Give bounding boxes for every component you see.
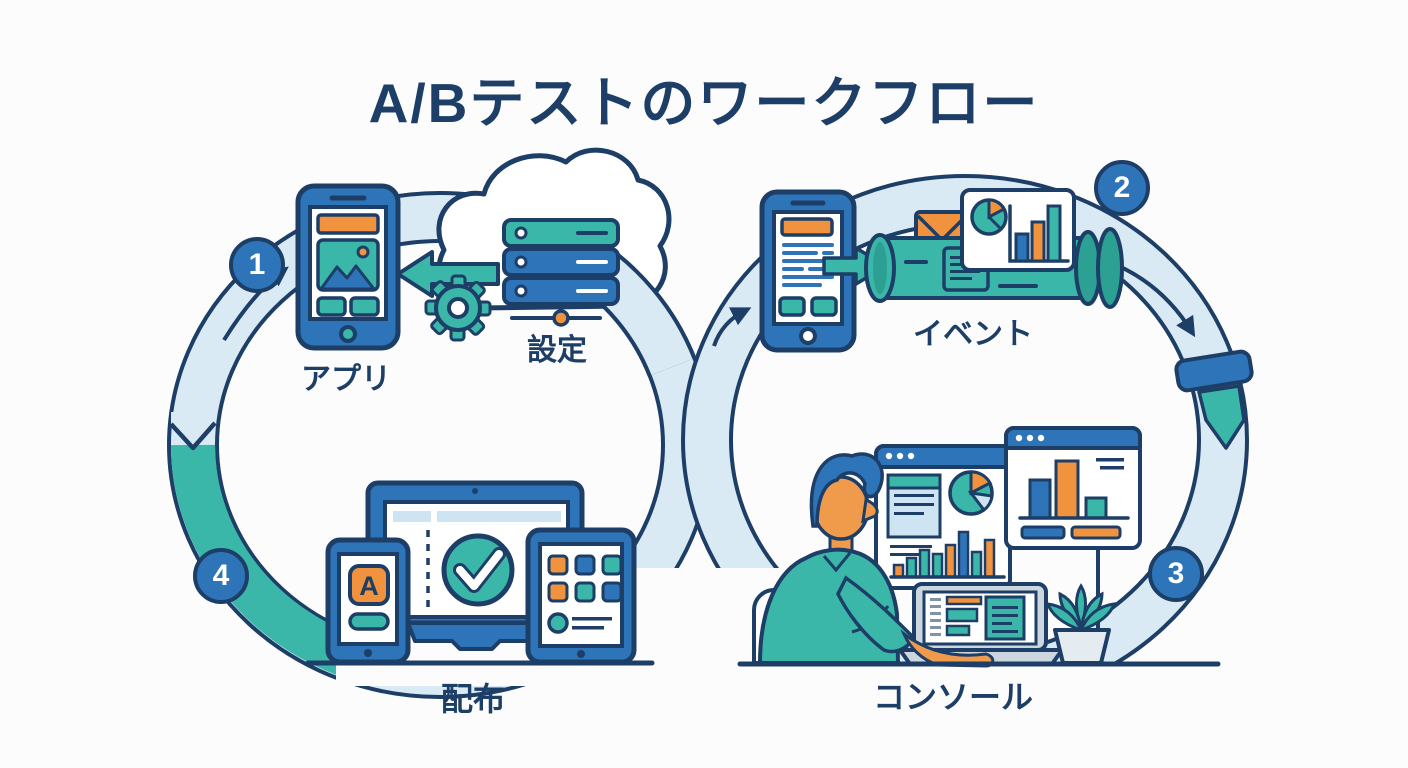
results-bar-chart-icon (1018, 459, 1130, 520)
pie-chart-icon (970, 198, 1008, 236)
person-analyst (752, 452, 901, 665)
console-scene (737, 426, 1221, 668)
server-stack-icon (502, 218, 620, 306)
step-badge-4: 4 (193, 548, 249, 604)
variant-a-letter: A (359, 571, 379, 601)
step-badge-3: 3 (1148, 546, 1204, 602)
variant-a-phone: A (325, 537, 411, 665)
label-config: 設定 (527, 334, 587, 367)
right-loop-teal-chevron (1197, 384, 1246, 450)
plant-icon (1045, 583, 1117, 665)
apps-tablet (525, 527, 637, 665)
person-torso (757, 547, 901, 665)
phone-home-button (339, 325, 357, 343)
config-to-app-arrow-icon (396, 250, 500, 298)
checkmark-icon (441, 533, 515, 607)
analytics-card (960, 188, 1076, 272)
dashboard-pie-chart-icon (948, 470, 994, 516)
person-arm (836, 575, 917, 654)
person-hair (809, 452, 884, 528)
network-node-icon (510, 302, 602, 327)
step-badge-1: 1 (229, 237, 285, 293)
person-hand (900, 629, 995, 668)
label-event: イベント (913, 318, 1033, 351)
app-phone (295, 183, 401, 351)
event-pipeline (864, 188, 1124, 309)
console-laptop (898, 582, 1064, 666)
distribution-devices: A (305, 480, 655, 666)
label-app: アプリ (301, 363, 391, 396)
bar-chart-icon (1008, 204, 1070, 263)
label-distribution: 配布 (440, 681, 506, 717)
right-loop-coupling-band (1174, 349, 1254, 393)
dashboard-bar-chart-icon (889, 530, 1006, 579)
right-loop-up-arrow-icon (712, 307, 752, 347)
left-loop-chevron (169, 421, 217, 451)
step-badge-2: 2 (1094, 160, 1150, 216)
gear-icon (424, 274, 492, 342)
label-console: コンソール (872, 679, 1034, 715)
page-title: A/Bテストのワークフロー (368, 72, 1040, 134)
image-placeholder-icon (316, 238, 380, 292)
dashboard-window-1 (874, 444, 1012, 590)
